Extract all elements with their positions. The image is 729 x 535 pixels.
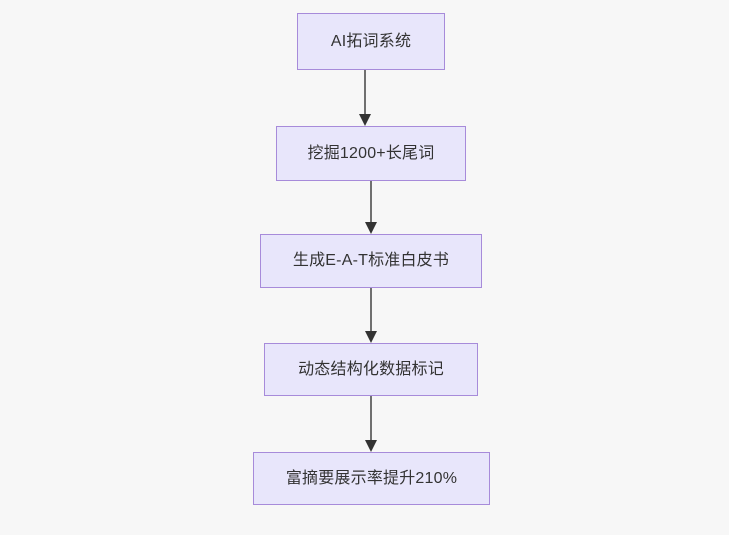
node-label: 挖掘1200+长尾词 xyxy=(307,144,435,162)
flowchart-node-eat-whitepaper[interactable]: 生成E-A-T标准白皮书 xyxy=(260,234,482,288)
flowchart-node-structured-data-markup[interactable]: 动态结构化数据标记 xyxy=(264,343,478,396)
edge-n3-n4 xyxy=(365,288,377,343)
edge-n1-n2 xyxy=(359,70,371,126)
edge-n2-n3 xyxy=(365,181,377,234)
node-label: AI拓词系统 xyxy=(330,32,412,50)
node-label: 生成E-A-T标准白皮书 xyxy=(292,252,450,270)
flowchart-node-ai-keyword-system[interactable]: AI拓词系统 xyxy=(297,13,445,70)
flowchart-node-longtail-keywords[interactable]: 挖掘1200+长尾词 xyxy=(276,126,466,181)
edge-n4-n5 xyxy=(365,396,377,452)
node-label: 动态结构化数据标记 xyxy=(298,360,444,378)
node-label: 富摘要展示率提升210% xyxy=(285,469,458,487)
flowchart-node-rich-snippet-result[interactable]: 富摘要展示率提升210% xyxy=(253,452,490,505)
